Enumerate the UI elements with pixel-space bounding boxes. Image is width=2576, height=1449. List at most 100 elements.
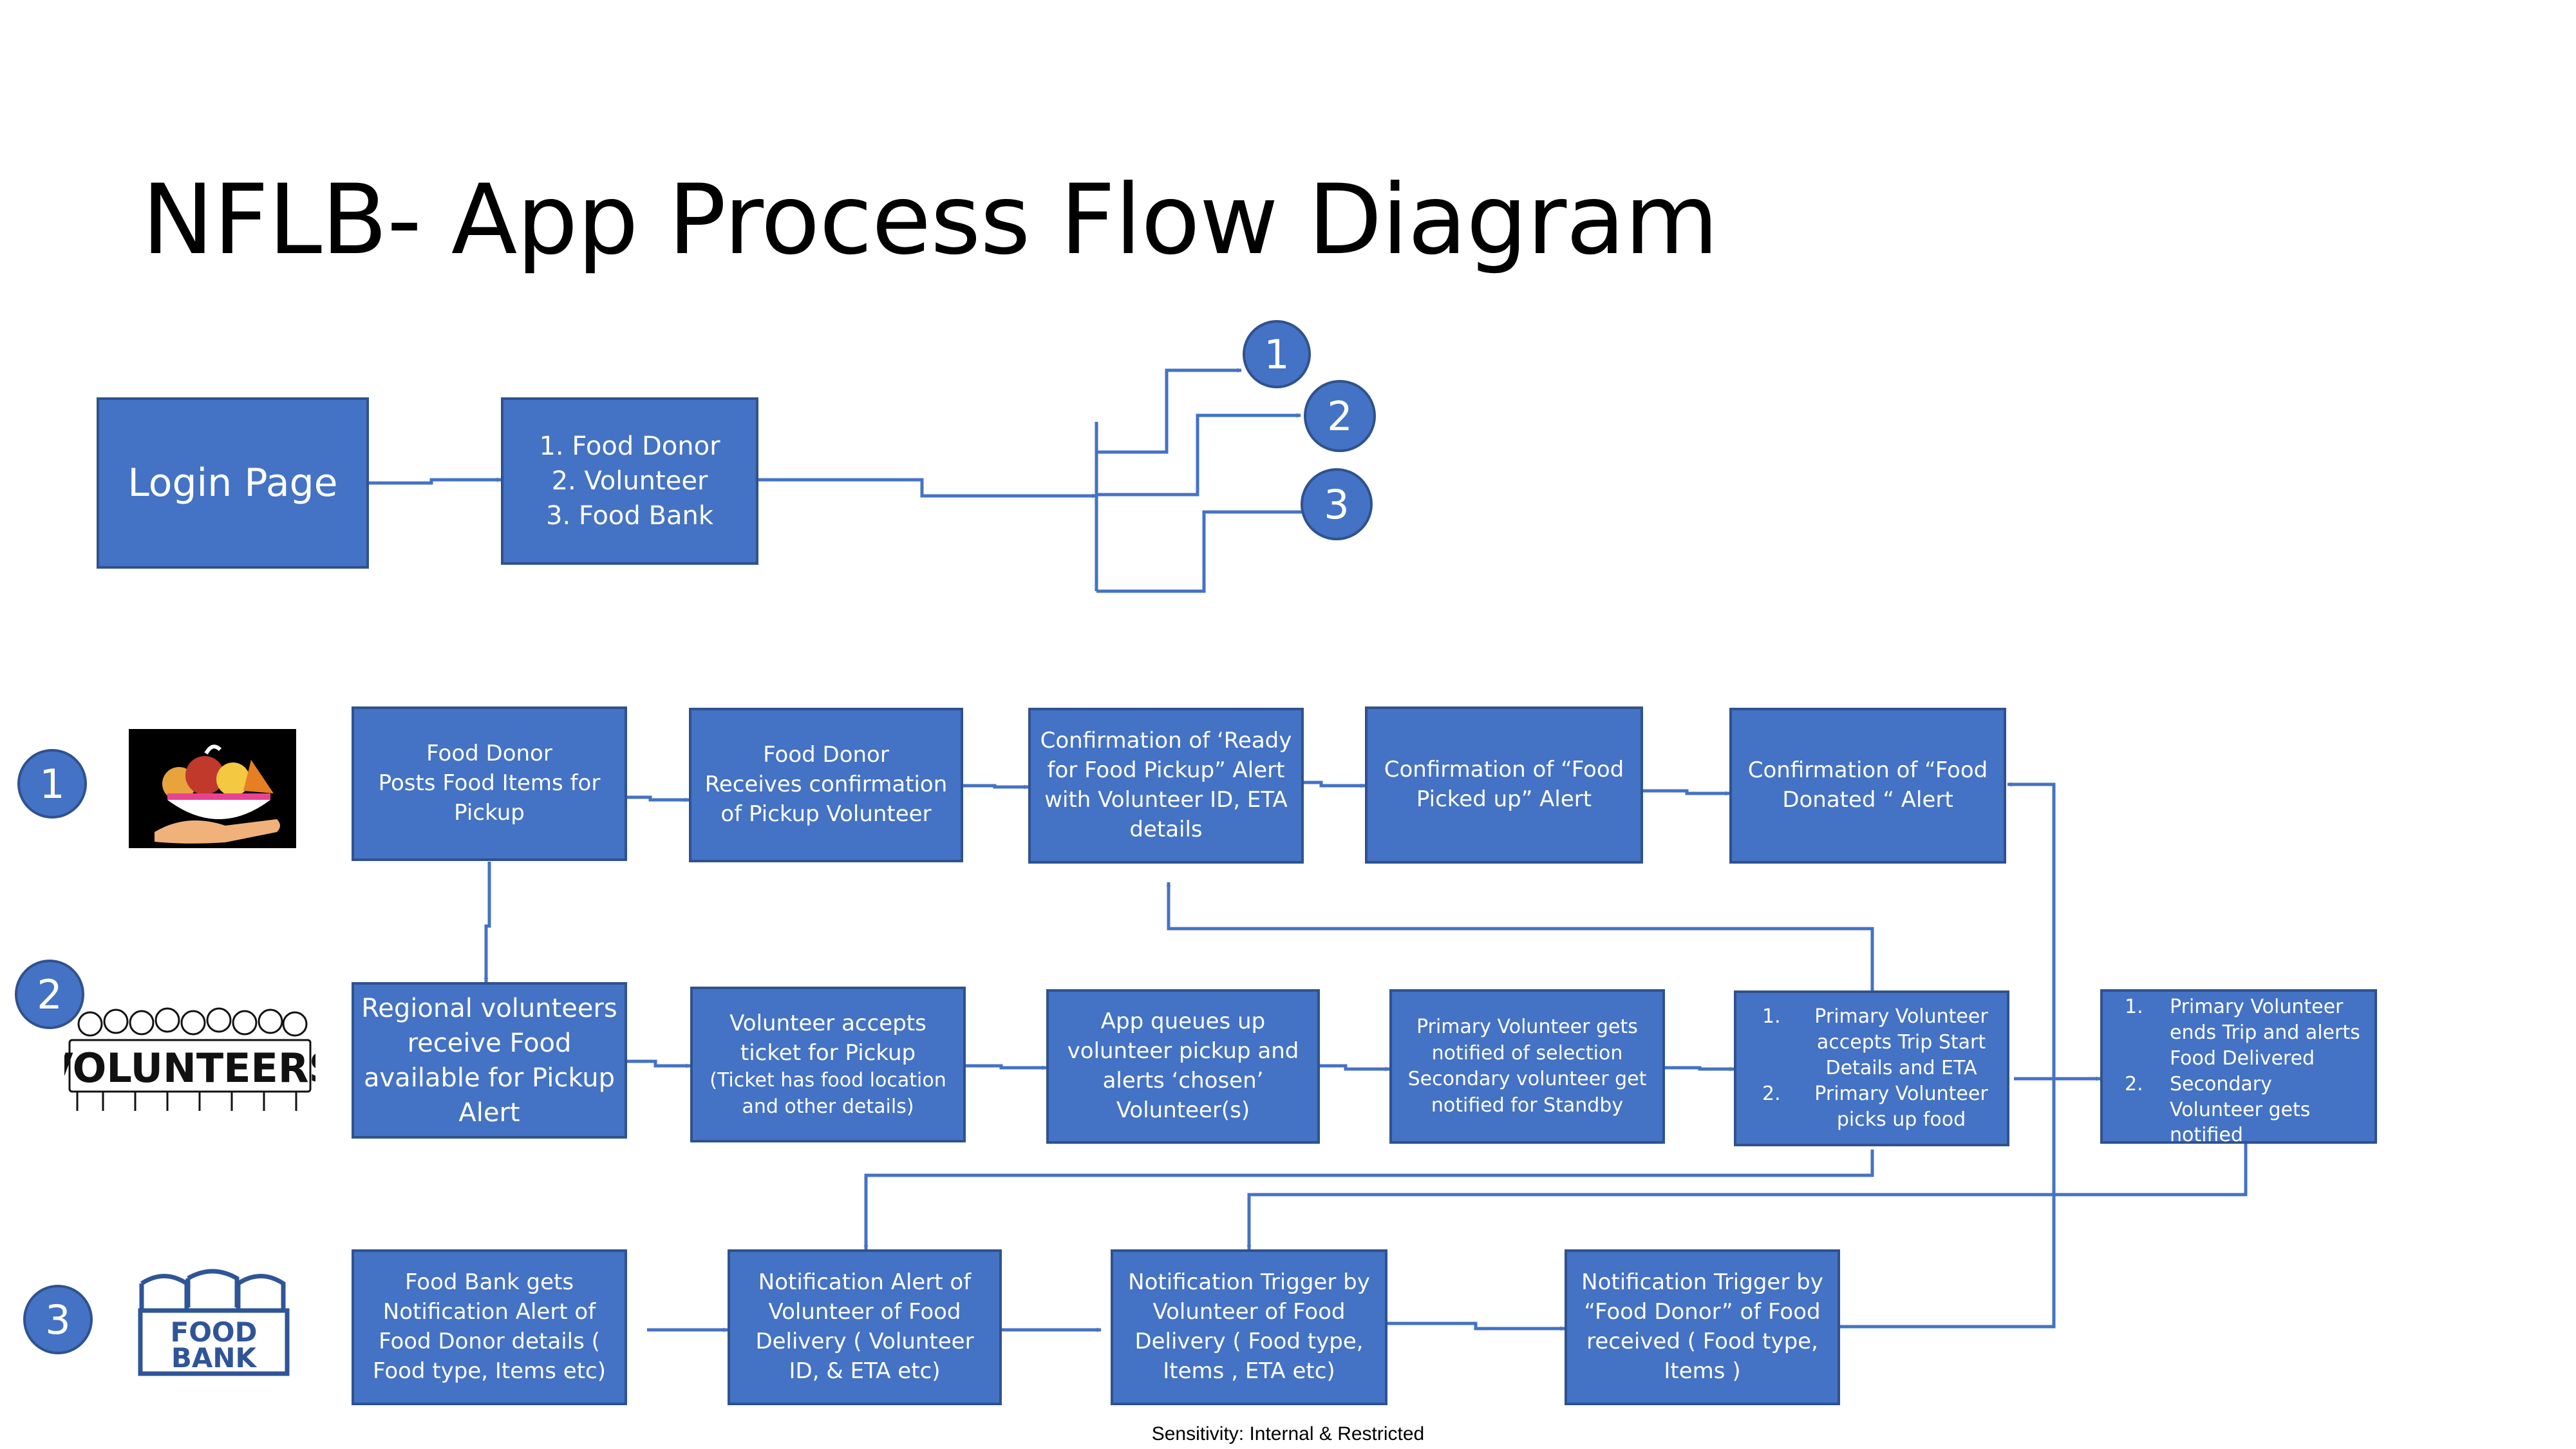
volunteer-accepts-box[interactable]: Volunteer accepts ticket for Pickup (Tic… (690, 987, 966, 1142)
list-line: Primary Volunteer (1814, 1082, 1988, 1105)
role-line: 2. Volunteer (551, 466, 708, 496)
app-queues-box[interactable]: App queues up volunteer pickup and alert… (1046, 989, 1320, 1144)
box-line: Items ) (1664, 1358, 1741, 1384)
food-donated-box[interactable]: Confirmation of “Food Donated “ Alert (1729, 708, 2006, 864)
food-picked-up-box[interactable]: Confirmation of “Food Picked up” Alert (1365, 706, 1643, 864)
list-line: Primary Volunteer (1814, 1005, 1988, 1028)
box-line: Confirmation of “Food (1384, 757, 1624, 783)
food-donation-icon (129, 729, 296, 848)
food-bank-icon-text-2: BANK (171, 1342, 258, 1374)
sensitivity-footer: Sensitivity: Internal & Restricted (1151, 1423, 1425, 1444)
list-line: Secondary (2170, 1072, 2272, 1095)
box-line: Notification Trigger by (1128, 1269, 1370, 1296)
list-text: Primary Volunteer ends Trip and alerts F… (2170, 994, 2365, 1072)
box-line: Confirmation of ‘Ready (1040, 728, 1292, 754)
arrow-primary-to-trip (1665, 1066, 1735, 1072)
list-line: Volunteer gets (2170, 1098, 2311, 1121)
box-line: details (1129, 816, 1203, 842)
box-line: Pickup (454, 799, 525, 826)
box-line: for Food Pickup” Alert (1047, 757, 1285, 784)
box-line: notified of selection (1431, 1041, 1623, 1065)
arrow-accepts-to-queues (966, 1064, 1047, 1070)
box-line: of Pickup Volunteer (720, 800, 932, 827)
box-note-line: and other details) (742, 1095, 914, 1118)
volunteers-icon: VOLUNTEERS (42, 1005, 337, 1115)
arrow-branch-to-1 (1096, 368, 1242, 454)
trip-end-box[interactable]: 1. Primary Volunteer ends Trip and alert… (2100, 989, 2377, 1146)
box-line: Confirmation of “Food (1747, 757, 1988, 784)
list-item: 2. Primary Volunteer picks up food (1762, 1081, 1995, 1133)
box-line: ticket for Pickup (740, 1039, 916, 1066)
arrow-picked-to-donated (1643, 789, 1730, 796)
list-number: 2. (1762, 1082, 1781, 1105)
role-line: 1. Food Donor (539, 431, 720, 461)
row-badge-1: 1 (17, 749, 87, 819)
regional-volunteers-box[interactable]: Regional volunteers receive Food availab… (352, 982, 627, 1139)
arrow-posts-to-receives (627, 795, 690, 802)
box-line: App queues up (1100, 1009, 1266, 1035)
food-donor-receives-box[interactable]: Food Donor Receives confirmation of Pick… (689, 708, 963, 862)
box-line: Delivery ( Food type, (1134, 1329, 1364, 1354)
box-line: Food Donor (763, 742, 889, 768)
arrow-roles-to-branch (758, 478, 1097, 498)
list-line: Food Delivered (2170, 1046, 2315, 1070)
list-item: 1. Primary Volunteer accepts Trip Start … (1762, 1004, 1995, 1081)
box-line: Volunteer accepts (729, 1010, 926, 1036)
box-line: Notification Alert of (382, 1299, 596, 1325)
list-line: picks up food (1836, 1108, 1966, 1131)
box-line: Alert (458, 1097, 520, 1128)
box-line: Volunteer of Food (1152, 1299, 1346, 1325)
arrow-notif-donor-to-donated (1840, 782, 2056, 1329)
food-bank-gets-box[interactable]: Food Bank gets Notification Alert of Foo… (352, 1249, 627, 1405)
box-line: notified for Standby (1431, 1094, 1624, 1117)
box-line: Secondary volunteer get (1407, 1068, 1647, 1090)
food-donor-posts-box[interactable]: Food Donor Posts Food Items for Pickup (352, 706, 627, 861)
list-number: 1. (1762, 1005, 1781, 1028)
arrow-trip-to-notif-alert (863, 1150, 1874, 1250)
list-text: Primary Volunteer picks up food (1807, 1081, 1995, 1133)
list-number: 1. (2125, 996, 2143, 1018)
arrow-ends-to-notif-volunteer (1246, 1143, 2248, 1250)
list-line: Primary Volunteer (2170, 996, 2344, 1018)
arrow-volunteer-to-notif-donor (1387, 1321, 1565, 1331)
list-item: 1. Primary Volunteer ends Trip and alert… (2125, 994, 2365, 1072)
arrow-branch-to-2 (1096, 413, 1301, 497)
notification-alert-volunteer-box[interactable]: Notification Alert of Volunteer of Food … (728, 1249, 1002, 1405)
box-line: ID, & ETA etc) (789, 1358, 941, 1384)
box-line: Food Donor (426, 741, 552, 767)
box-line: Donated “ Alert (1782, 787, 1953, 813)
box-line: Food Bank gets (404, 1269, 574, 1296)
list-text: Primary Volunteer accepts Trip Start Det… (1807, 1004, 1995, 1081)
arrow-receives-to-ready (963, 784, 1029, 790)
box-line: Primary Volunteer gets (1416, 1016, 1638, 1038)
box-line: received ( Food type, (1586, 1329, 1818, 1354)
branch-badge-3[interactable]: 3 (1301, 468, 1373, 540)
branch-badge-2[interactable]: 2 (1304, 380, 1376, 452)
role-line: 3. Food Bank (546, 501, 713, 531)
branch-badge-1[interactable]: 1 (1243, 320, 1311, 388)
page-title: NFLB- App Process Flow Diagram (142, 164, 1718, 276)
ready-for-pickup-box[interactable]: Confirmation of ‘Ready for Food Pickup” … (1028, 708, 1304, 864)
box-line: alerts ‘chosen’ (1102, 1068, 1264, 1094)
box-line: Posts Food Items for (378, 770, 601, 797)
trip-start-box[interactable]: 1. Primary Volunteer accepts Trip Start … (1734, 990, 2009, 1146)
notification-trigger-volunteer-box[interactable]: Notification Trigger by Volunteer of Foo… (1111, 1249, 1387, 1405)
row-badge-3: 3 (23, 1285, 93, 1354)
login-page-box[interactable]: Login Page (97, 397, 369, 569)
box-line: Delivery ( Volunteer (755, 1329, 974, 1354)
box-line: Food Donor details ( (379, 1329, 600, 1354)
box-line: with Volunteer ID, ETA (1044, 787, 1288, 813)
box-line: Receives confirmation (704, 772, 948, 798)
volunteers-icon-text: VOLUNTEERS (64, 1045, 315, 1092)
box-line: Food type, Items etc) (372, 1358, 606, 1384)
box-line: Picked up” Alert (1416, 786, 1592, 812)
roles-box[interactable]: 1. Food Donor 2. Volunteer 3. Food Bank (501, 397, 758, 565)
primary-volunteer-notified-box[interactable]: Primary Volunteer gets notified of selec… (1389, 989, 1665, 1144)
row-badge-2: 2 (15, 960, 84, 1029)
notification-trigger-donor-box[interactable]: Notification Trigger by “Food Donor” of … (1565, 1249, 1840, 1405)
box-line: Volunteer(s) (1116, 1097, 1250, 1123)
arrow-ready-to-picked (1303, 781, 1366, 788)
list-line: notified (2170, 1124, 2243, 1147)
arrow-branch-to-3 (1096, 509, 1308, 593)
